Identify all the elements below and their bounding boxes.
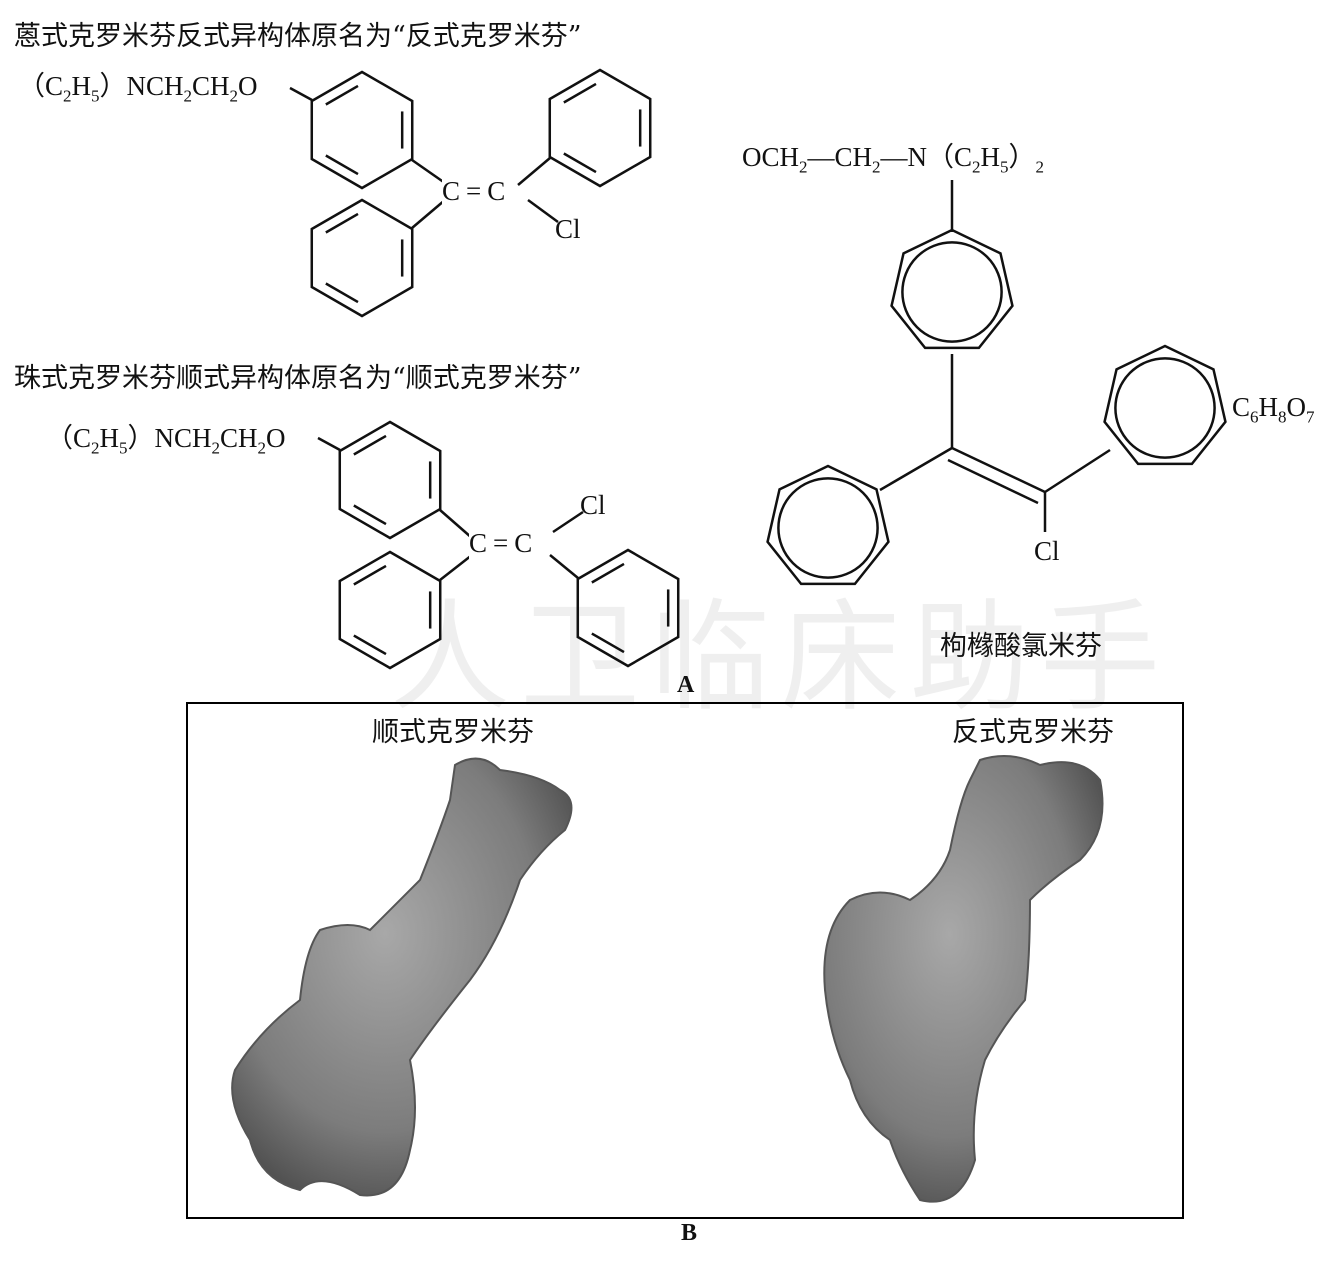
s1-lower-ring-double-bond [325,212,359,234]
structure-1-side-chain: （C2H5）NCH2CH2O [18,71,258,106]
structure-2-side-chain: （C2H5）NCH2CH2O [46,423,286,458]
trans-molecular-surface [823,755,1104,1203]
s3-ring-left [766,464,890,586]
bond [411,199,446,229]
s1-phenoxy-ring [310,70,414,190]
panel-a-label: A [677,672,695,698]
s1-right-ring-double-bond [563,82,597,104]
s3-alkene [951,446,1046,494]
bond [439,509,473,539]
cis-molecular-surface [231,757,573,1197]
s2-right-ring-double-bond [591,562,625,584]
s1-right-ring [548,68,652,188]
s2-right-ring-double-bond [591,632,625,654]
bond [517,157,551,186]
s1-lower-ring-double-bond [325,282,359,304]
bond [879,446,953,492]
s2-lower-ring-double-bond [353,564,387,586]
s3-alkene-double [947,458,1039,505]
bond [439,554,473,581]
s2-o-bond [317,436,341,452]
structure-3-side-chain: OCH2—CH2—N（C2H5）2 [742,135,1045,178]
structure-1-caption: 蒽式克罗米芬反式异构体原名为“反式克罗米芬” [14,21,582,52]
s1-phenoxy-ring-double-bond [325,84,359,106]
s3-ring-left-aromatic-circle [777,477,879,579]
s2-right-ring [576,548,680,668]
s1-phenoxy-ring-double-bond [325,154,359,176]
s1-right-ring-double-bond [563,152,597,174]
s2-lower-ring-double-bond [353,634,387,656]
bond [527,198,559,224]
structure-1-chlorine: Cl [555,214,581,244]
s3-ring-top-aromatic-circle [901,241,1003,343]
watermark: 人卫临床助手 [390,589,1170,728]
structure-2-chlorine: Cl [580,490,606,520]
s2-phenoxy-ring [338,420,442,540]
panel-b-right-title: 反式克罗米芬 [952,717,1114,748]
structure-2-caption: 珠式克罗米芬顺式异构体原名为“顺式克罗米芬” [14,363,582,394]
bond [549,554,579,579]
bond [552,510,584,534]
structure-3-chlorine: Cl [1034,536,1060,566]
s2-phenoxy-ring-double-bond [353,504,387,526]
s1-o-bond [289,86,313,102]
s1-lower-ring [310,198,414,318]
panel-b-left-title: 顺式克罗米芬 [372,717,534,748]
clomiphene-citrate-label: 枸橼酸氯米芬 [940,631,1102,662]
s3-ring-top [890,228,1014,350]
s3-ring-right [1103,344,1227,466]
s2-phenoxy-ring-double-bond [353,434,387,456]
panel-b-label: B [681,1220,698,1246]
structure-2-alkene: C=C [469,528,539,559]
panel-b-frame [186,702,1184,1219]
citrate-formula: C6H8O7 [1232,392,1315,427]
s2-lower-ring [338,550,442,670]
bond [1044,448,1111,494]
structure-1-alkene: C=C [442,176,512,207]
s3-ring-right-aromatic-circle [1114,357,1216,459]
